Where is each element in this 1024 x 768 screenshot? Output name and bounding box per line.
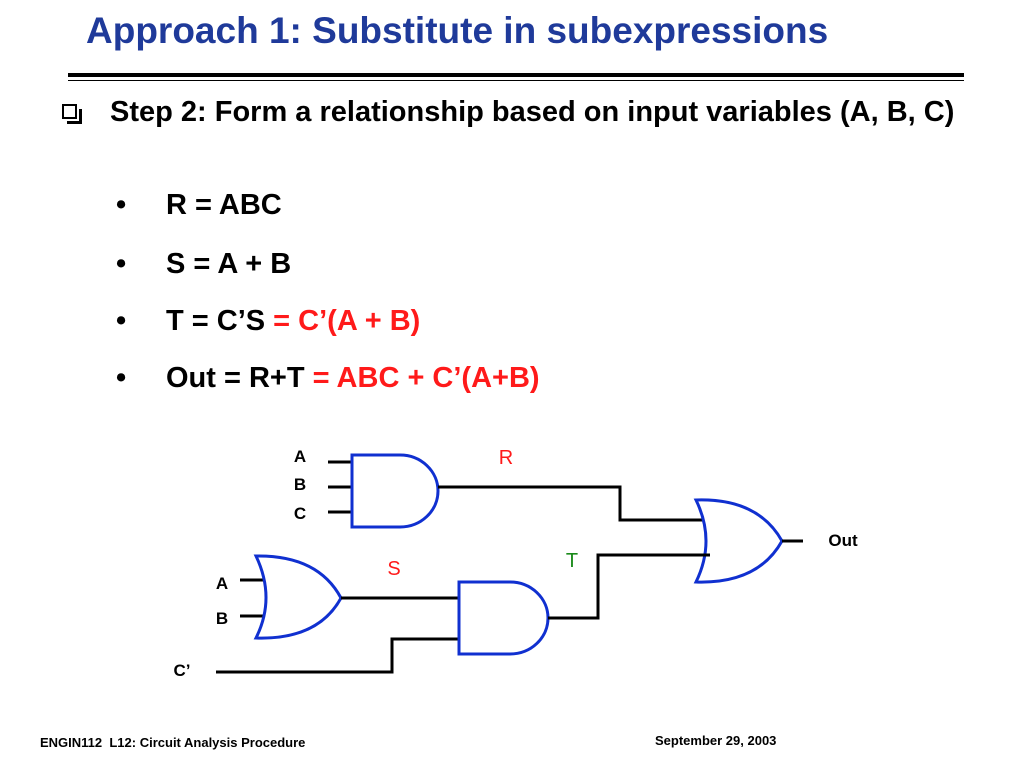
input-label-b-bottom: B (216, 609, 228, 628)
bullet-marker: • (116, 305, 127, 337)
and-gate-r (328, 453, 440, 529)
output-label: Out (828, 531, 858, 550)
bullet-text: R = ABC (166, 189, 282, 221)
input-label-c-top: C (294, 504, 306, 523)
bullet-text: Out = R+T (166, 362, 313, 394)
signal-label-s: S (387, 558, 400, 580)
bullet-text: S = A + B (166, 248, 292, 280)
bullet-text: T = C’S (166, 305, 274, 337)
bullet-highlight: = ABC + C’(A+B) (312, 362, 540, 394)
step-heading: Step 2: Form a relationship based on inp… (110, 96, 955, 128)
wire-c-prime (216, 637, 458, 674)
signal-label-r: R (499, 447, 513, 469)
bullet-item: • S = A + B (116, 248, 291, 281)
title-rule-thick (68, 73, 964, 77)
bullet-item: • Out = R+T = ABC + C’(A+B) (116, 362, 540, 395)
wire-r (438, 485, 704, 522)
checkbox-bullet-icon (62, 104, 82, 124)
input-label-b-top: B (294, 475, 306, 494)
title-rule-thin (68, 80, 964, 81)
slide-title: Approach 1: Substitute in subexpressions (86, 10, 829, 51)
footer-date: September 29, 2003 (655, 733, 777, 748)
or-gate-s (240, 554, 343, 640)
bullet-marker: • (116, 248, 127, 280)
bullet-marker: • (116, 362, 127, 394)
or-gate-out (693, 498, 803, 584)
bullet-marker: • (116, 189, 127, 221)
bullet-highlight: = C’(A + B) (273, 305, 421, 337)
footer-course: ENGIN112 L12: Circuit Analysis Procedure (40, 735, 306, 750)
input-label-a-bottom: A (216, 574, 228, 593)
bullet-item: • T = C’S = C’(A + B) (116, 305, 420, 338)
bullet-item: • R = ABC (116, 189, 282, 222)
input-label-a-top: A (294, 447, 306, 466)
input-label-c-prime: C’ (174, 661, 191, 680)
and-gate-t (457, 580, 550, 656)
signal-label-t: T (566, 550, 578, 572)
wire-t (548, 553, 710, 620)
